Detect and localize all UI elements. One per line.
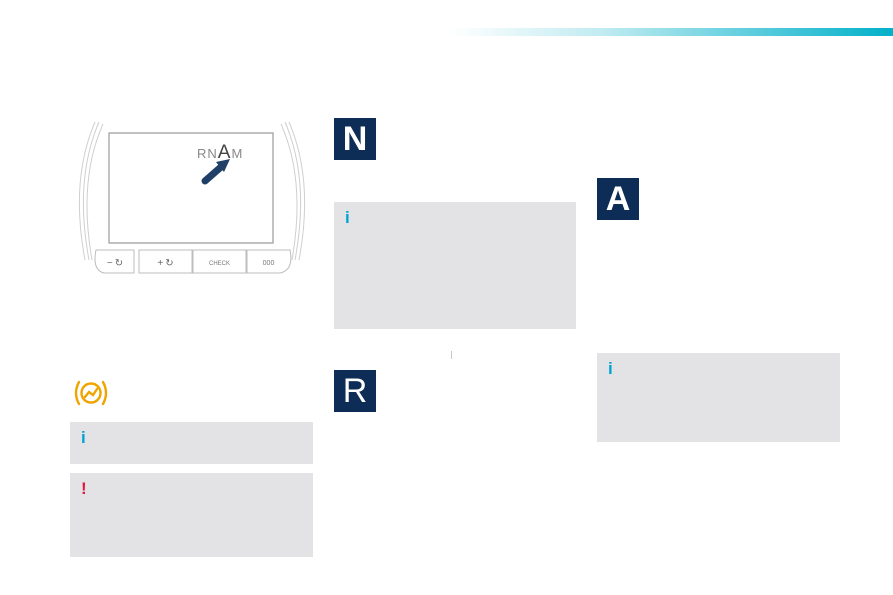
gear-letters-after: M <box>231 146 244 161</box>
gear-selector-display: RNAM <box>197 142 243 164</box>
gear-letters-before: RN <box>197 146 218 161</box>
instrument-panel-illustration <box>78 121 306 274</box>
automatic-badge: A <box>597 178 639 220</box>
cruise-icon: ↻ <box>165 258 174 269</box>
gear-letter-selected: A <box>217 142 232 163</box>
cruise-minus-label: − <box>106 258 113 269</box>
info-note-neutral: i <box>334 202 576 329</box>
alert-icon: ! <box>81 479 87 498</box>
gearbox-warning-icon <box>74 380 108 406</box>
info-icon: i <box>345 208 350 227</box>
minus-cruise-button-shape <box>94 249 135 274</box>
cruise-minus-button[interactable]: − ↻ <box>96 252 134 275</box>
neutral-badge: N <box>334 118 376 160</box>
cruise-icon: ↻ <box>114 258 124 269</box>
info-note-left: i <box>70 422 313 464</box>
reverse-badge: R <box>334 370 376 412</box>
info-icon: i <box>608 359 613 378</box>
check-button[interactable]: CHECK <box>193 252 246 275</box>
header-accent-bar <box>450 28 893 36</box>
cruise-plus-button[interactable]: + ↻ <box>139 252 192 275</box>
trip-button[interactable]: 000 <box>247 252 290 275</box>
divider-tick <box>451 351 452 359</box>
trip-button-label: 000 <box>262 260 275 267</box>
arrow-pointer <box>201 159 230 185</box>
info-note-automatic: i <box>597 353 840 442</box>
alert-note-left: ! <box>70 473 313 557</box>
info-icon: i <box>81 428 86 447</box>
cruise-plus-label: + <box>157 258 164 269</box>
check-button-label: CHECK <box>208 260 230 267</box>
